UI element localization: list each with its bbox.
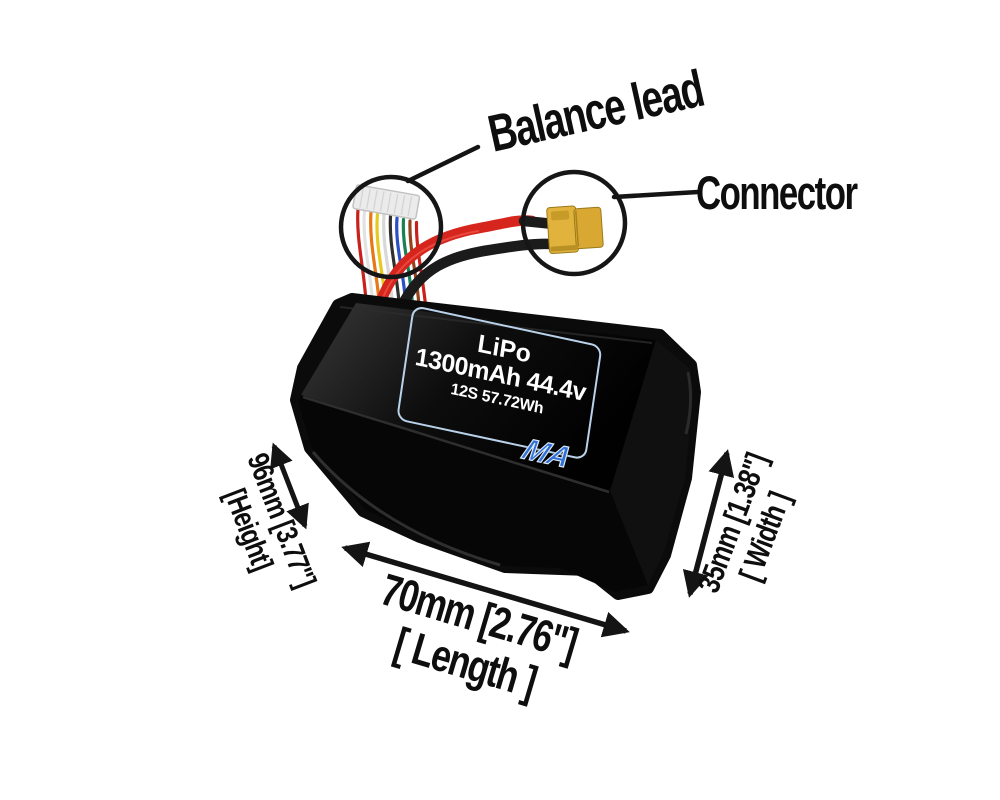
balance-plug <box>352 184 421 220</box>
xt60-connector <box>546 205 604 255</box>
connector-label: Connector <box>696 166 858 219</box>
battery-top-face <box>301 303 656 491</box>
connector-callout-line <box>611 189 701 200</box>
balance-lead-circle <box>338 174 444 280</box>
width-dimension-arrow <box>682 449 735 598</box>
battery-right-face <box>610 340 693 585</box>
length-dimension-arrow <box>341 541 630 638</box>
balance-lead-callout-line <box>405 144 481 184</box>
height-dimension-arrow <box>270 442 309 530</box>
connector-circle <box>520 169 628 277</box>
